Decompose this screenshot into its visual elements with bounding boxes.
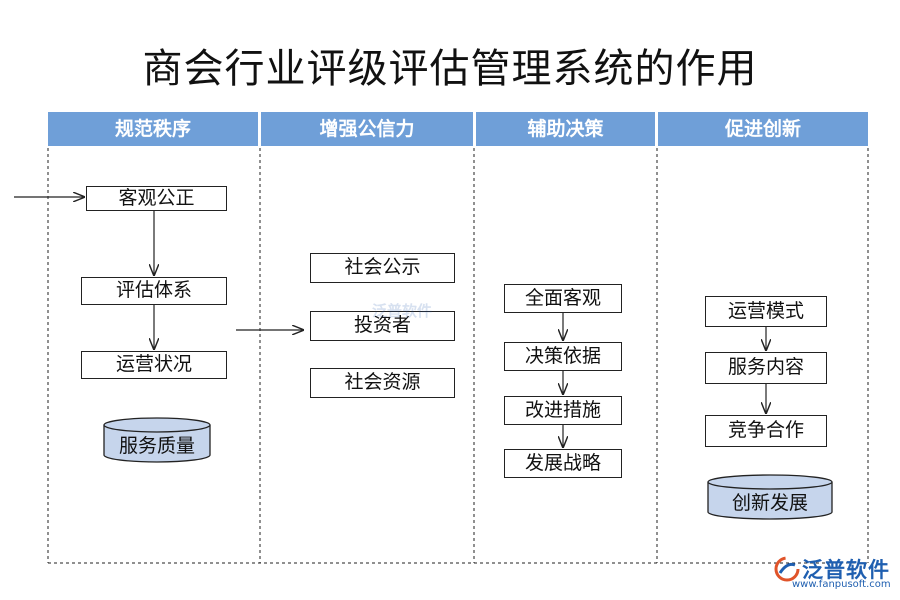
flow-box: 服务内容 [705,352,827,384]
storage-label: 服务质量 [118,435,195,457]
flow-box: 社会资源 [310,368,455,398]
column-header-2: 增强公信力 [261,112,473,146]
column-header-4: 促进创新 [658,112,868,146]
flow-box: 发展战略 [504,449,622,478]
storage-cylinder: 创新发展 [707,474,833,520]
logo-icon [774,556,800,582]
flow-box: 评估体系 [81,277,227,305]
flow-box: 改进措施 [504,396,622,425]
flow-box: 竞争合作 [705,415,827,447]
watermark: 泛普软件 [372,302,433,320]
flow-box: 社会公示 [310,253,455,283]
dashed-frame [47,148,869,564]
flow-box: 客观公正 [86,186,227,211]
flow-box: 决策依据 [504,342,622,371]
flow-box: 全面客观 [504,284,622,313]
brand-logo: 泛普软件 www.fanpusoft.com [770,552,895,592]
column-header-3: 辅助决策 [476,112,655,146]
flow-box: 运营状况 [81,351,227,379]
column-header-1: 规范秩序 [48,112,258,146]
storage-label: 创新发展 [731,492,808,514]
logo-url: www.fanpusoft.com [792,579,891,590]
logo-name: 泛普软件 [802,558,890,582]
flow-box: 投资者 [310,311,455,341]
storage-cylinder: 服务质量 [103,417,211,463]
flow-box: 运营模式 [705,296,827,327]
diagram-title: 商会行业评级评估管理系统的作用 [142,46,758,92]
